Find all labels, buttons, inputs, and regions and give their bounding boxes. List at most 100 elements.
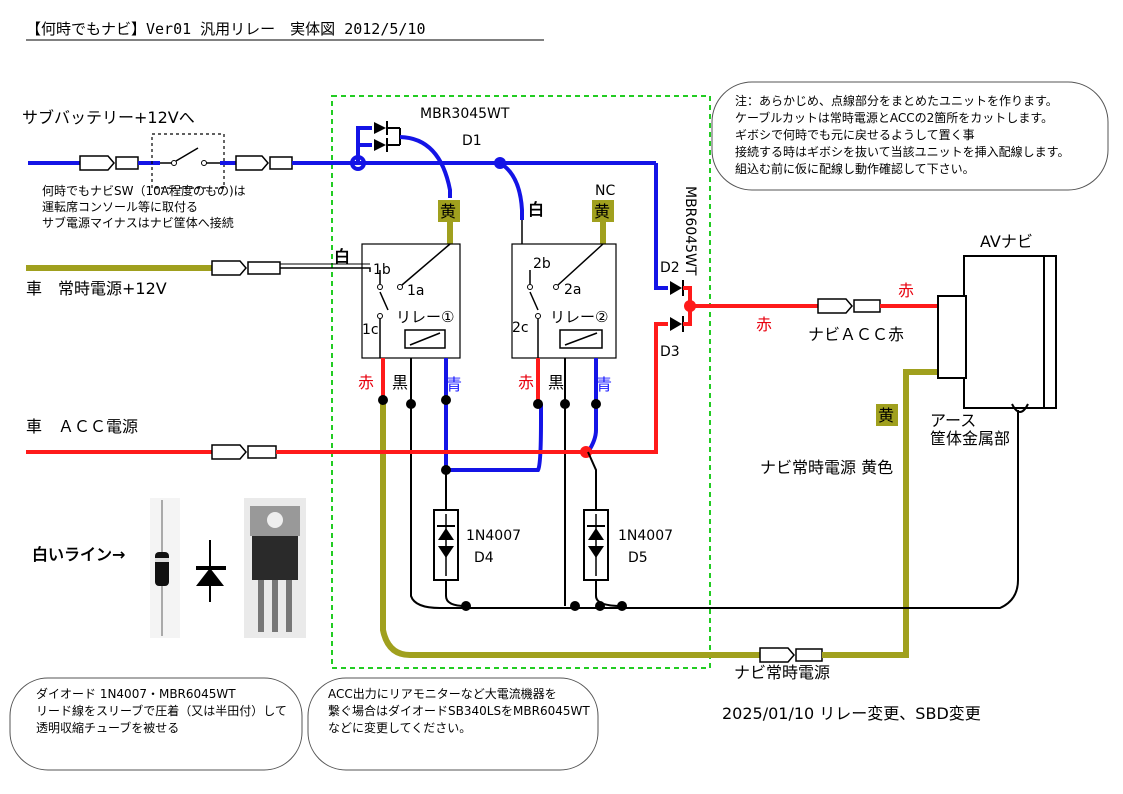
note-bottom-left-3: 透明収縮チューブを被せる	[36, 720, 179, 735]
red-label: 赤	[898, 281, 914, 300]
to247-photo-icon	[244, 498, 306, 638]
note-top-box	[711, 81, 1109, 191]
relay2-2b: 2b	[533, 256, 551, 272]
switch-note-3: サブ電源マイナスはナビ筐体へ接続	[42, 215, 234, 230]
note-bottom-left-1: ダイオード 1N4007・MBR6045WT	[36, 686, 236, 701]
note-top-line-3: ギボシで何時でも元に戻せるようして置く事	[735, 128, 975, 142]
white-line-label: 白いライン→	[32, 545, 125, 564]
junction-dot	[461, 601, 471, 611]
switch-icon	[160, 147, 220, 166]
ground-wire	[410, 358, 1019, 609]
junction-dot	[560, 399, 570, 409]
note-bottom-mid-1: ACC出力にリアモニターなど大電流機器を	[328, 686, 557, 701]
switch-note-1: 何時でもナビSW（10A程度のもの)は	[42, 183, 246, 198]
note-bottom-left-box	[9, 677, 303, 771]
d2-label: D2	[660, 260, 680, 276]
d4-diode-icon	[433, 509, 459, 581]
sub-battery-label: サブバッテリー+12Vへ	[22, 108, 195, 127]
yellow-tag	[592, 200, 614, 222]
d3-label: D3	[660, 344, 680, 360]
d5-label: D5	[628, 550, 648, 566]
d5-diode-icon	[583, 509, 609, 581]
blue-label: 青	[596, 375, 612, 394]
relay1-name: リレー①	[396, 308, 454, 326]
junction-dot	[533, 399, 543, 409]
white-wire	[280, 267, 371, 272]
connector-icon	[817, 298, 881, 314]
red-label: 赤	[518, 373, 534, 392]
d4-label: D4	[474, 550, 494, 566]
note-top-line-2: ケーブルカットは常時電源とACCの2箇所をカットします。	[735, 110, 1053, 125]
diode-symbol-icon	[196, 540, 226, 602]
relay2-2c: 2c	[512, 320, 529, 336]
navi-constant-wire-2	[850, 369, 940, 658]
note-bottom-mid-2: 繋ぐ場合はダイオードSB340LSをMBR6045WT	[328, 703, 590, 718]
d2-diode-icon	[670, 280, 684, 296]
d1-output-wire	[399, 135, 452, 198]
yellow-tag	[438, 200, 460, 222]
d1-diode-icon	[374, 121, 401, 152]
junction-dot	[617, 601, 627, 611]
junction-dot	[441, 465, 451, 475]
relay2-2a: 2a	[564, 282, 582, 298]
navi-constant-wire	[380, 400, 760, 658]
yellow-tag-label: 黄	[440, 202, 456, 221]
navi-device-label: AVナビ	[980, 232, 1033, 251]
navi-acc-label: ナビＡＣＣ赤	[808, 325, 904, 344]
relay1-1c: 1c	[362, 322, 379, 338]
unit-boundary	[331, 95, 711, 669]
red-label: 赤	[756, 315, 772, 334]
white-tag-label: 白	[528, 200, 544, 219]
ground-label-1: アース	[930, 411, 976, 430]
junction-dot	[350, 155, 366, 171]
black-label: 黒	[392, 373, 408, 392]
diode-photo-icon	[150, 498, 180, 638]
junction-dot	[441, 395, 451, 405]
connector-icon	[79, 155, 139, 171]
connector-icon	[759, 647, 823, 663]
page-title: 【何時でもナビ】Ver01 汎用リレー 実体図 2012/5/10	[26, 20, 426, 38]
junction-dot	[406, 399, 416, 409]
d5-part-label: 1N4007	[618, 528, 673, 544]
revision-label: 2025/01/10 リレー変更、SBD変更	[722, 704, 981, 723]
yellow-tag-label: 黄	[594, 202, 610, 221]
d1-part-label: MBR3045WT	[420, 106, 510, 122]
junction-dot	[591, 399, 601, 409]
ground-label-2: 筐体金属部	[930, 429, 1010, 448]
relay1-1b: 1b	[373, 262, 391, 278]
connector-icon	[235, 155, 293, 171]
junction-dot	[595, 601, 605, 611]
blue-label: 青	[446, 375, 462, 394]
relay1-coil-wire	[444, 358, 543, 472]
d1-label: D1	[462, 133, 482, 149]
note-top-line-1: 注：あらかじめ、点線部分をまとめたユニットを作ります。	[735, 93, 1058, 108]
note-bottom-mid-box	[307, 677, 599, 771]
black-label: 黒	[548, 373, 564, 392]
relay2-name: リレー②	[550, 308, 608, 326]
nc-label: NC	[595, 183, 615, 199]
white-tag-label: 白	[334, 247, 350, 266]
note-top-line-5: 組込む前に仮に配線し動作確認して下さい。	[735, 161, 975, 176]
navi-switch-box	[151, 133, 225, 189]
note-bottom-mid-3: などに変更してください。	[328, 720, 471, 735]
switch-note-2: 運転席コンソール等に取付る	[42, 199, 198, 214]
connector-icon	[211, 444, 277, 460]
relay2-contact-icon	[521, 220, 604, 358]
connector-icon	[211, 260, 281, 276]
d2-input-wire	[654, 163, 668, 290]
av-navi-icon	[937, 255, 1057, 413]
acc-bus	[276, 322, 668, 454]
yellow-tag	[876, 404, 898, 426]
car-constant-label: 車 常時電源+12V	[26, 279, 167, 298]
d4-part-label: 1N4007	[466, 528, 521, 544]
navi-constant-yellow-label: ナビ常時電源 黄色	[760, 458, 893, 477]
d3-diode-icon	[670, 316, 684, 332]
d23-part-label: MBR6045WT	[682, 186, 698, 276]
yellow-tag-label: 黄	[878, 406, 894, 425]
relay1-1a: 1a	[407, 283, 425, 299]
junction-dot	[570, 601, 580, 611]
note-bottom-left-2: リード線をスリーブで圧着（又は半田付）して	[36, 703, 287, 718]
red-label: 赤	[358, 373, 374, 392]
junction-dot	[378, 395, 388, 405]
